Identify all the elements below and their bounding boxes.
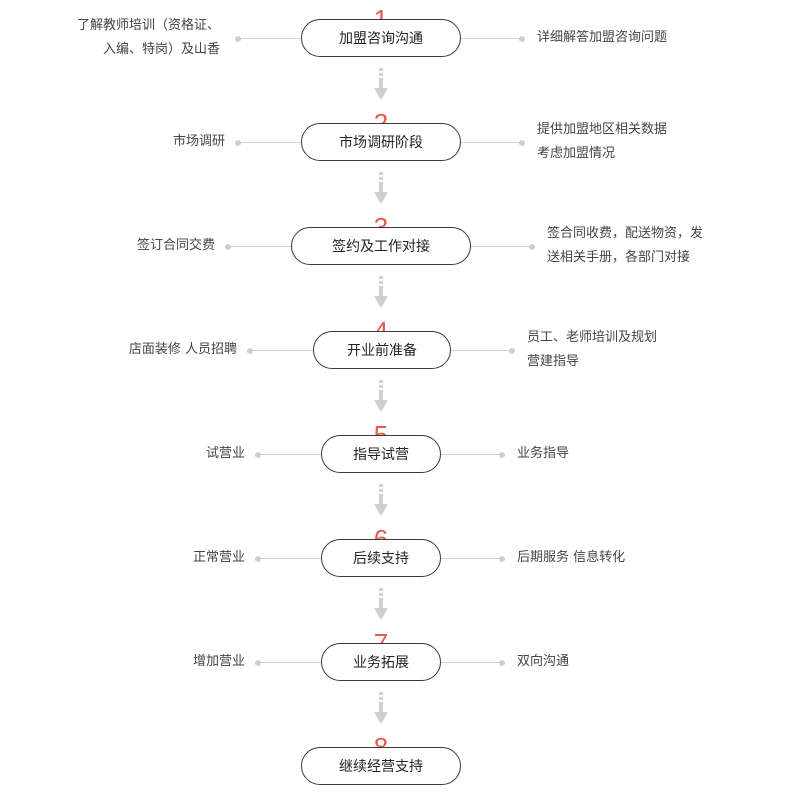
step-label: 签约及工作对接: [332, 239, 430, 255]
connector-dot-right: [519, 139, 525, 146]
step-note-left-5: 试营业: [206, 442, 245, 466]
step-pill-3: 签约及工作对接: [291, 227, 471, 265]
down-arrow-icon: [374, 380, 388, 412]
connector-dot-right: [529, 243, 535, 250]
connector-line-left: [228, 246, 291, 247]
down-arrow-icon: [374, 68, 388, 100]
connector-line-left: [250, 350, 313, 351]
note-line: 营建指导: [527, 354, 580, 369]
step-note-left-3: 签订合同交费: [137, 234, 215, 258]
note-line: 员工、老师培训及规划: [527, 330, 658, 345]
step-note-right-6: 后期服务 信息转化: [517, 546, 625, 570]
connector-line-right: [441, 454, 502, 455]
connector-line-right: [461, 142, 522, 143]
connector-dot-left: [225, 243, 231, 250]
note-line: 签合同收费，配送物资，发: [547, 226, 704, 241]
note-line: 业务指导: [517, 446, 570, 461]
note-line: 提供加盟地区相关数据: [537, 122, 668, 137]
note-line: 签订合同交费: [136, 238, 215, 253]
note-line: 增加营业: [192, 654, 245, 669]
connector-line-left: [258, 662, 321, 663]
connector-dot-right: [499, 555, 505, 562]
step-label: 继续经营支持: [339, 759, 423, 775]
step-note-right-2: 提供加盟地区相关数据考虑加盟情况: [537, 118, 667, 166]
step-label: 指导试营: [353, 447, 409, 463]
connector-line-right: [441, 662, 502, 663]
note-line: 入编、特岗）及山香: [102, 42, 220, 57]
note-line: 详细解答加盟咨询问题: [537, 30, 668, 45]
connector-dot-right: [509, 347, 515, 354]
note-line: 正常营业: [192, 550, 245, 565]
step-pill-8: 继续经营支持: [301, 747, 461, 785]
step-note-right-7: 双向沟通: [517, 650, 569, 674]
connector-line-right: [461, 38, 522, 39]
step-note-right-4: 员工、老师培训及规划营建指导: [527, 326, 657, 374]
down-arrow-icon: [374, 484, 388, 516]
note-line: 了解教师培训（资格证、: [76, 18, 220, 33]
note-line: 店面装修 人员招聘: [128, 342, 237, 357]
connector-line-left: [258, 558, 321, 559]
step-label: 加盟咨询沟通: [339, 31, 423, 47]
step-label: 后续支持: [353, 551, 409, 567]
connector-dot-left: [255, 659, 261, 666]
step-pill-7: 业务拓展: [321, 643, 441, 681]
down-arrow-icon: [374, 172, 388, 204]
connector-line-left: [258, 454, 321, 455]
step-label: 开业前准备: [347, 343, 417, 359]
note-line: 后期服务 信息转化: [517, 550, 626, 565]
step-pill-2: 市场调研阶段: [301, 123, 461, 161]
step-note-left-1: 了解教师培训（资格证、入编、特岗）及山香: [77, 14, 220, 62]
down-arrow-icon: [374, 692, 388, 724]
connector-dot-right: [519, 35, 525, 42]
connector-line-left: [238, 142, 301, 143]
connector-line-right: [451, 350, 512, 351]
step-note-right-1: 详细解答加盟咨询问题: [537, 26, 667, 50]
connector-dot-left: [255, 555, 261, 562]
down-arrow-icon: [374, 588, 388, 620]
note-line: 市场调研: [172, 134, 225, 149]
connector-dot-right: [499, 659, 505, 666]
step-pill-4: 开业前准备: [313, 331, 451, 369]
connector-line-right: [441, 558, 502, 559]
connector-dot-right: [499, 451, 505, 458]
step-label: 业务拓展: [353, 655, 409, 671]
connector-dot-left: [255, 451, 261, 458]
connector-line-left: [238, 38, 301, 39]
step-note-left-6: 正常营业: [193, 546, 245, 570]
connector-dot-left: [247, 347, 253, 354]
step-note-right-3: 签合同收费，配送物资，发送相关手册，各部门对接: [547, 222, 703, 270]
step-note-left-4: 店面装修 人员招聘: [129, 338, 237, 362]
connector-line-right: [471, 246, 532, 247]
step-pill-5: 指导试营: [321, 435, 441, 473]
step-pill-6: 后续支持: [321, 539, 441, 577]
note-line: 双向沟通: [517, 654, 570, 669]
step-pill-1: 加盟咨询沟通: [301, 19, 461, 57]
note-line: 试营业: [205, 446, 245, 461]
step-note-left-2: 市场调研: [173, 130, 225, 154]
step-label: 市场调研阶段: [339, 135, 423, 151]
connector-dot-left: [235, 35, 241, 42]
down-arrow-icon: [374, 276, 388, 308]
connector-dot-left: [235, 139, 241, 146]
note-line: 送相关手册，各部门对接: [547, 250, 691, 265]
step-note-left-7: 增加营业: [193, 650, 245, 674]
note-line: 考虑加盟情况: [537, 146, 616, 161]
step-note-right-5: 业务指导: [517, 442, 569, 466]
